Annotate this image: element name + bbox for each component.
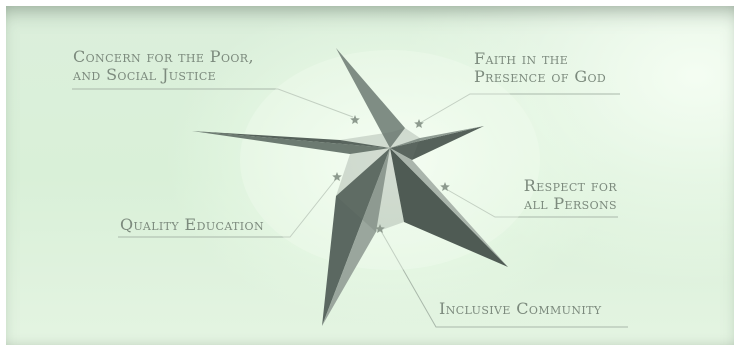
star-arm-lowerright-light <box>390 148 508 267</box>
label-concern-poor: Concern for the Poor, and Social Justice <box>73 48 254 84</box>
star-arm-lowerleft-light <box>322 148 390 326</box>
label-faith-line1: Faith in the <box>474 49 569 68</box>
label-faith: Faith in the Presence of God <box>474 50 606 86</box>
marker-star-concern-icon <box>350 115 360 124</box>
star-glow <box>240 50 540 270</box>
star-arm-left-light <box>192 131 390 154</box>
star-center-shade <box>336 128 420 232</box>
leader-line-quality <box>118 178 337 238</box>
leader-line-respect <box>445 188 618 218</box>
marker-star-quality-icon <box>332 172 342 181</box>
leader-line-faith <box>419 93 620 124</box>
star-shape <box>192 48 508 326</box>
marker-star-faith-icon <box>414 119 424 128</box>
marker-star-inclusive-icon <box>375 224 385 233</box>
label-quality-line1: Quality Education <box>120 215 264 234</box>
leader-line-concern <box>72 88 354 118</box>
star-arm-top-dark <box>336 48 405 148</box>
label-inclusive-line1: Inclusive Community <box>439 299 602 318</box>
leader-line-inclusive <box>380 230 628 328</box>
label-respect-line2: all Persons <box>524 194 617 213</box>
star-arm-right-light <box>390 126 484 148</box>
label-concern-line1: Concern for the Poor, <box>73 47 254 66</box>
label-concern-line2: and Social Justice <box>73 65 217 84</box>
star-arm-right-dark <box>390 126 484 160</box>
label-respect-line1: Respect for <box>523 176 617 195</box>
label-faith-line2: Presence of God <box>474 67 607 86</box>
label-quality-education: Quality Education <box>120 216 264 234</box>
label-inclusive-community: Inclusive Community <box>439 300 602 318</box>
marker-star-respect-icon <box>440 182 450 191</box>
label-respect: Respect for all Persons <box>497 177 617 213</box>
